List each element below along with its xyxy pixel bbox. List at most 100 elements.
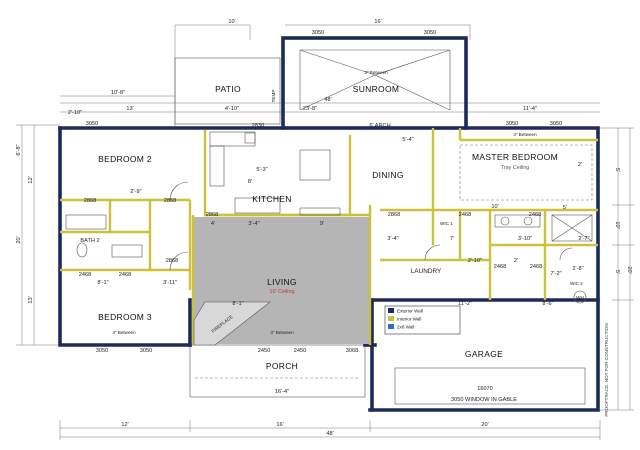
fireplace	[193, 301, 271, 346]
garage-gable-window: 3050 WINDOW IN GABLE	[451, 397, 517, 403]
door-2468-f: 2468	[530, 264, 542, 270]
living-between: 3" Between	[270, 330, 294, 335]
room-garage: GARAGE	[465, 349, 503, 359]
room-patio: PATIO	[215, 84, 241, 94]
living-ceiling: 10' Ceiling	[269, 289, 294, 295]
dim-top-16: 16'	[374, 19, 381, 25]
dim-right-10: 5'	[614, 270, 620, 274]
sunroom-walls	[281, 36, 468, 130]
patio-temp: TEMP	[271, 90, 276, 103]
dim-10: 10'	[491, 204, 498, 210]
outdoor-areas	[174, 57, 586, 405]
win-porch-1: 2450	[258, 348, 270, 354]
door-2868-b: 2868	[164, 198, 176, 204]
room-labels: PATIO SUNROOM BEDROOM 2 KITCHEN DINING M…	[80, 84, 583, 371]
dim-top-10: 10'	[228, 19, 235, 25]
dim-left-13: 13'	[28, 296, 34, 303]
water-heater-icon	[573, 290, 587, 304]
door-2868-e: 2868	[388, 212, 400, 218]
dim-2b: 2'	[514, 258, 518, 264]
dim-2-9: 2'-9"	[130, 189, 141, 195]
dim-porch-16-4: 16'-4"	[275, 389, 289, 395]
room-bedroom-2: BEDROOM 2	[98, 154, 152, 164]
dim-4: 4'	[211, 221, 215, 227]
legend-interior: Interior Wall	[397, 317, 421, 322]
tray-ceiling-outline	[459, 144, 593, 201]
dim-bot-20: 20'	[481, 422, 488, 428]
interior-walls	[60, 128, 598, 345]
dim-left-12: 12'	[28, 176, 34, 183]
dim-right-13: 5'	[614, 168, 620, 172]
dim-left-6-8: 6'-8"	[16, 144, 22, 155]
room-kitchen: KITCHEN	[252, 194, 291, 204]
door-2468-d: 2468	[529, 212, 541, 218]
room-living: LIVING	[267, 277, 297, 287]
door-swings	[169, 181, 573, 271]
dimension-lines	[16, 24, 634, 440]
legend-2x6: 2x6 Wall	[397, 325, 414, 330]
arch-label: 6' ARCH	[369, 123, 390, 129]
room-bath-2: BATH 2	[80, 238, 99, 244]
dim-garage-11-2: 11'-2"	[458, 301, 472, 307]
dim-top-48: 48'	[324, 97, 331, 103]
sunroom-between: 3" Between	[364, 70, 388, 75]
wic-1-label: WIC 1	[440, 221, 453, 226]
dim-5: 5'	[563, 205, 567, 211]
dim-kitchen-5-3: 5'-3"	[256, 167, 267, 173]
win-kitchen-2830: 2830	[252, 123, 264, 129]
room-bedroom-3: BEDROOM 3	[98, 312, 152, 322]
win-bedroom3-2: 3050	[140, 348, 152, 354]
water-heater-label: WH	[576, 295, 584, 300]
dim-3-4: 3'-4"	[248, 221, 259, 227]
win-master-1: 3050	[506, 121, 518, 127]
dim-right-20: 20'	[626, 266, 632, 273]
dim-2-10b: 2'-10"	[468, 258, 482, 264]
door-2468-e: 2468	[494, 264, 506, 270]
dim-2: 2'	[578, 162, 582, 168]
room-sunroom: SUNROOM	[353, 84, 400, 94]
legend-exterior: Exterior Wall	[397, 309, 423, 314]
dim-left-20: 20'	[16, 236, 22, 243]
garage-door-16070: 16070	[477, 386, 493, 392]
dim-7-2: 7'-2"	[550, 271, 561, 277]
door-2868-c: 2868	[206, 212, 218, 218]
door-2468-c: 2468	[459, 212, 471, 218]
dim-2-8: 2'-8"	[572, 266, 583, 272]
dim-3-10: 3'-10"	[518, 236, 532, 242]
dim-bot-48: 48'	[326, 431, 333, 437]
door-3068: 3068	[346, 348, 358, 354]
wall-legend: Exterior Wall Interior Wall 2x6 Wall	[384, 305, 461, 335]
dim-2-7: 2'-7"	[578, 236, 589, 242]
dim-garage-8-6: 8'-6"	[542, 301, 553, 307]
win-sunroom-1: 3050	[312, 30, 324, 36]
bedroom3-between: 3" Between	[112, 330, 136, 335]
bath-fixtures	[65, 214, 593, 258]
win-porch-2: 2450	[294, 348, 306, 354]
dim-bot-16: 16'	[276, 422, 283, 428]
dim-top-13: 13'	[126, 106, 133, 112]
room-laundry: LAUNDRY	[411, 268, 442, 275]
win-bedroom2: 3050	[86, 121, 98, 127]
win-sunroom-2: 3050	[424, 30, 436, 36]
dim-3-4b: 3'-4"	[387, 236, 398, 242]
door-2468-b: 2468	[119, 272, 131, 278]
door-2868-d: 2868	[166, 258, 178, 264]
dim-5-4: 5'-4"	[402, 137, 413, 143]
dim-kitchen-8: 8'	[248, 179, 252, 185]
room-dining: DINING	[372, 170, 404, 180]
dim-right-5: 10'	[614, 221, 620, 228]
dimension-text: 10' 16' 48' 10'-8" 2'-10" 13' 4'-10" 23'…	[16, 19, 632, 437]
watermark-note: PROOFTRACE. NOT FOR CONSTRUCTION	[604, 323, 609, 416]
kitchen-fixtures	[209, 131, 341, 216]
door-2868-a: 2868	[84, 198, 96, 204]
window-callouts: 3050 3050 3050 3050 3050 3050 3050 2868 …	[79, 30, 584, 403]
room-master-bedroom: MASTER BEDROOM	[472, 152, 558, 162]
dim-top-11-4: 11'-4"	[523, 106, 537, 112]
master-between: 3" Between	[513, 132, 537, 137]
master-tray-ceiling: Tray Ceiling	[501, 165, 530, 171]
win-master-2: 3050	[550, 121, 562, 127]
room-porch: PORCH	[266, 361, 298, 371]
win-bedroom3-1: 3050	[96, 348, 108, 354]
dim-8-1b: 8'-1"	[232, 301, 243, 307]
